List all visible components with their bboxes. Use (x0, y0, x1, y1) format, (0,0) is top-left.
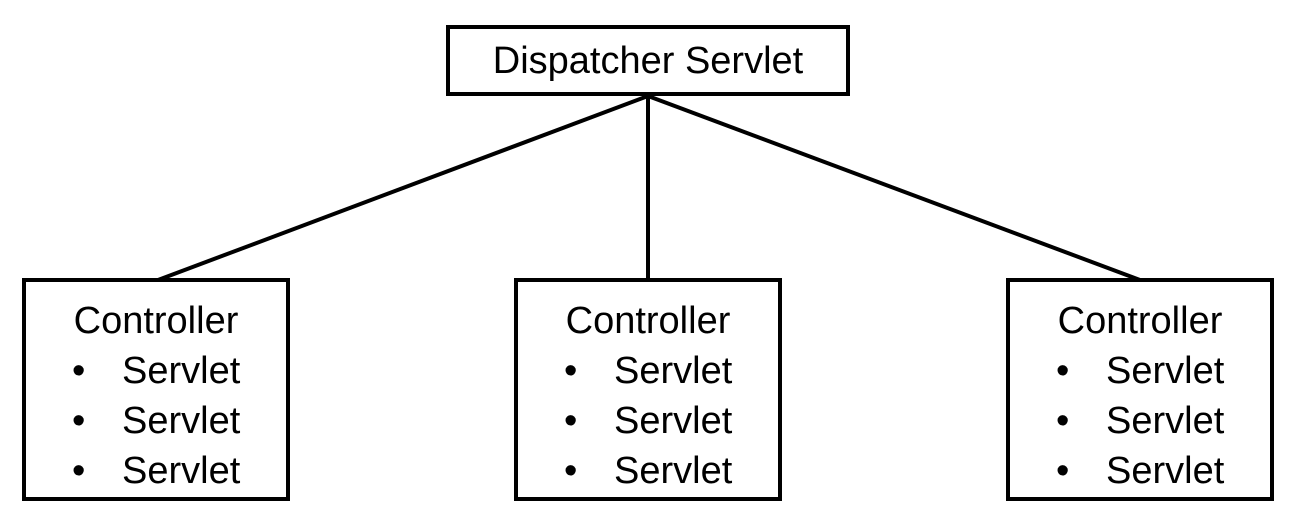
servlet-item: • Servlet (26, 446, 286, 496)
servlet-item: • Servlet (26, 396, 286, 446)
servlet-item: • Servlet (26, 346, 286, 396)
bullet-icon: • (1056, 450, 1070, 492)
servlet-item: • Servlet (518, 396, 778, 446)
controller-title: Controller (565, 300, 731, 342)
bullet-icon: • (72, 450, 86, 492)
controller-node-left: Controller • Servlet • Servlet • Servlet (22, 278, 290, 501)
servlet-item: • Servlet (1010, 396, 1270, 446)
bullet-icon: • (1056, 350, 1070, 392)
servlet-list: • Servlet • Servlet • Servlet (26, 346, 286, 496)
controller-node-right: Controller • Servlet • Servlet • Servlet (1006, 278, 1274, 501)
bullet-icon: • (564, 450, 578, 492)
servlet-label: Servlet (614, 400, 733, 442)
servlet-item: • Servlet (518, 446, 778, 496)
servlet-item: • Servlet (518, 346, 778, 396)
controller-title: Controller (1057, 300, 1223, 342)
dispatcher-servlet-label: Dispatcher Servlet (492, 39, 804, 82)
bullet-icon: • (72, 400, 86, 442)
servlet-item: • Servlet (1010, 446, 1270, 496)
servlet-label: Servlet (1106, 350, 1225, 392)
servlet-label: Servlet (122, 400, 241, 442)
dispatcher-servlet-node: Dispatcher Servlet (446, 25, 850, 96)
bullet-icon: • (72, 350, 86, 392)
connector-right (647, 94, 1141, 282)
servlet-list: • Servlet • Servlet • Servlet (518, 346, 778, 496)
servlet-label: Servlet (122, 450, 241, 492)
servlet-label: Servlet (614, 450, 733, 492)
bullet-icon: • (564, 400, 578, 442)
controller-title: Controller (73, 300, 239, 342)
servlet-list: • Servlet • Servlet • Servlet (1010, 346, 1270, 496)
servlet-label: Servlet (122, 350, 241, 392)
servlet-item: • Servlet (1010, 346, 1270, 396)
servlet-label: Servlet (1106, 450, 1225, 492)
controller-node-center: Controller • Servlet • Servlet • Servlet (514, 278, 782, 501)
bullet-icon: • (564, 350, 578, 392)
servlet-label: Servlet (614, 350, 733, 392)
servlet-label: Servlet (1106, 400, 1225, 442)
bullet-icon: • (1056, 400, 1070, 442)
connector-left (157, 94, 649, 282)
